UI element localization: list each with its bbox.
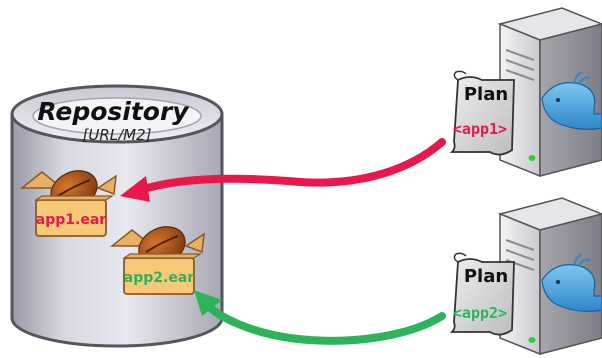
repository-title: Repository <box>37 97 190 126</box>
app2-ear-label: app2.ear <box>124 270 194 286</box>
repository-subtitle: [URL/M2] <box>82 126 151 144</box>
arrow-plan2-to-app2 <box>194 290 446 345</box>
plan-app2-document-icon <box>449 252 515 336</box>
plan-app1-title: Plan <box>464 84 508 105</box>
plan-app2-app: <app2> <box>453 304 507 322</box>
plan-app1-document-icon <box>449 70 515 156</box>
arrow-plan1-to-app1 <box>120 138 446 202</box>
plan-app1-app: <app1> <box>453 120 507 138</box>
whale-logo-icon <box>541 71 602 130</box>
plan-app2-title: Plan <box>464 266 508 287</box>
whale-logo-icon <box>541 253 602 312</box>
app1-ear-label: app1.ear <box>36 212 106 228</box>
app1-ear-box-icon <box>19 170 117 237</box>
app2-ear-box-icon <box>109 226 205 295</box>
